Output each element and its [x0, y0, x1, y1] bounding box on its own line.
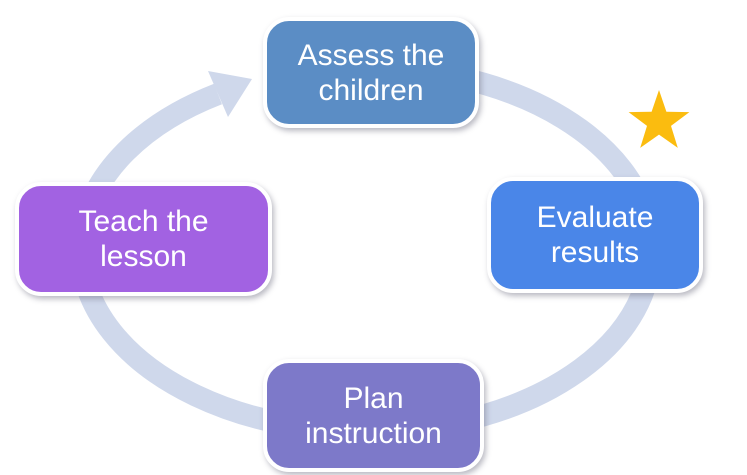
node-assess-the-children[interactable]: Assess the children — [263, 17, 479, 128]
node-label-line: Assess the — [297, 38, 445, 72]
node-teach-the-lesson[interactable]: Teach the lesson — [15, 182, 272, 296]
node-label-line: Plan — [343, 381, 404, 415]
node-label-line: Evaluate — [536, 201, 654, 234]
cycle-arrow-head-icon — [208, 71, 252, 117]
node-label-line: children — [318, 73, 424, 107]
node-label-line: lesson — [100, 240, 187, 273]
node-label-line: instruction — [305, 416, 442, 450]
node-evaluate-results[interactable]: Evaluate results — [487, 177, 703, 293]
node-label-line: Teach the — [78, 205, 209, 238]
node-plan-instruction[interactable]: Plan instruction — [263, 359, 484, 472]
node-label-line: results — [550, 236, 640, 269]
star-icon — [628, 90, 690, 148]
